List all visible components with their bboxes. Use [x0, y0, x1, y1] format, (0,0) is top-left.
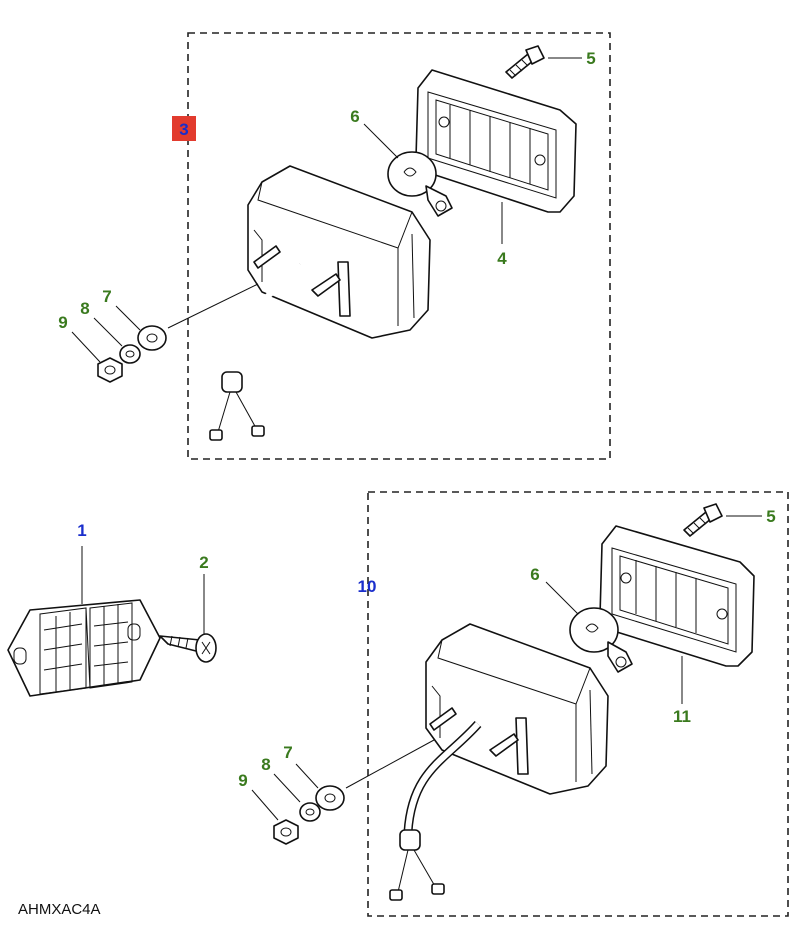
lower-callout-lens: 11 — [673, 707, 691, 726]
lower-nut — [273, 819, 299, 845]
upper-lamp-assembly: 3 5 6 4 7 8 9 — [58, 32, 611, 460]
lower-lens — [599, 525, 755, 667]
reflector-group: 1 2 — [7, 521, 217, 697]
lower-bulb — [569, 607, 633, 673]
callout-screw: 2 — [199, 553, 208, 572]
upper-callout-spring-washer: 8 — [80, 299, 89, 318]
lower-bolt — [683, 503, 723, 537]
upper-lens — [415, 69, 577, 213]
upper-assembly-label: 3 — [179, 120, 188, 139]
upper-bolt — [505, 45, 545, 79]
lower-callout-nut: 9 — [238, 771, 247, 790]
upper-nut — [97, 357, 123, 383]
lower-assembly-boundary — [367, 491, 789, 917]
upper-assembly-highlight — [172, 116, 196, 141]
upper-callout-flat-washer: 7 — [102, 287, 111, 306]
reflector-screw — [159, 633, 217, 663]
drawing-code: AHMXAC4A — [18, 901, 101, 918]
lower-spring-washer — [299, 802, 321, 822]
upper-callout-nut: 9 — [58, 313, 67, 332]
lower-callout-bulb: 6 — [530, 565, 539, 584]
upper-flat-washer — [137, 325, 167, 351]
reflector — [7, 599, 161, 697]
lower-lamp-body — [345, 623, 609, 901]
lower-callout-spring-washer: 8 — [261, 755, 270, 774]
upper-assembly-boundary — [187, 32, 611, 460]
lower-callout-flat-washer: 7 — [283, 743, 292, 762]
lower-callout-bolt: 5 — [766, 507, 775, 526]
upper-callout-lens: 4 — [497, 249, 507, 268]
upper-bulb — [387, 151, 453, 217]
callout-reflector: 1 — [77, 521, 86, 540]
lower-lamp-assembly: 10 5 6 11 7 8 9 — [238, 491, 789, 917]
upper-lamp-body — [167, 165, 431, 441]
upper-callout-bolt: 5 — [586, 49, 595, 68]
lower-assembly-label: 10 — [358, 577, 377, 596]
lower-flat-washer — [315, 785, 345, 811]
upper-spring-washer — [119, 344, 141, 364]
upper-callout-bulb: 6 — [350, 107, 359, 126]
